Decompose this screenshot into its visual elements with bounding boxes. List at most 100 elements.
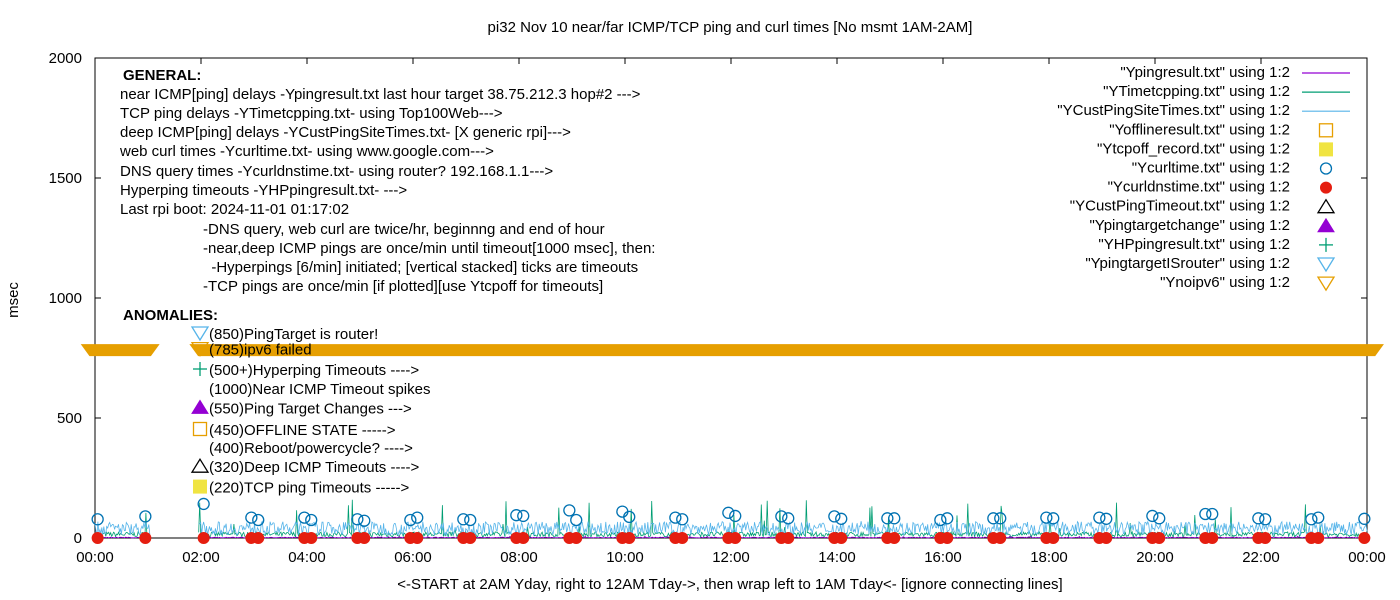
x-tick-label: 20:00 [1136, 549, 1174, 566]
general-indented-line: -DNS query, web curl are twice/hr, begin… [203, 221, 605, 238]
data-point [570, 532, 583, 544]
anomaly-marker [193, 362, 207, 376]
x-tick-label: 04:00 [288, 549, 326, 566]
legend-marker [1316, 257, 1336, 273]
legend-label: "YTimetcpping.txt" using 1:2 [1103, 83, 1290, 100]
general-line: Hyperping timeouts -YHPpingresult.txt- -… [120, 182, 407, 199]
data-point [828, 510, 841, 523]
data-point [881, 512, 894, 525]
data-point [139, 532, 152, 544]
anomaly-label: (500+)Hyperping Timeouts ----> [209, 362, 419, 379]
general-line: web curl times -Ycurltime.txt- using www… [119, 143, 494, 160]
data-point [722, 506, 735, 519]
x-axis-label: <-START at 2AM Yday, right to 12AM Tday-… [397, 576, 1062, 593]
data-point [197, 532, 210, 544]
data-point [941, 512, 954, 525]
data-point [835, 512, 848, 525]
data-point [729, 509, 742, 523]
x-tick-label: 22:00 [1242, 549, 1280, 566]
y-tick-label: 1500 [49, 170, 82, 187]
legend-marker [1316, 276, 1336, 292]
x-tick-label: 08:00 [500, 549, 538, 566]
data-point [1153, 532, 1166, 544]
chart-title: pi32 Nov 10 near/far ICMP/TCP ping and c… [488, 19, 973, 36]
data-point [669, 511, 682, 524]
data-point [464, 532, 477, 544]
legend-label: "Ypingresult.txt" using 1:2 [1120, 64, 1290, 81]
y-tick-label: 500 [57, 410, 82, 427]
anomaly-label: (785)ipv6 failed [209, 342, 312, 359]
legend-label: "Yofflineresult.txt" using 1:2 [1109, 121, 1290, 138]
data-point [252, 532, 265, 544]
data-point [404, 513, 417, 527]
anomaly-label: (1000)Near ICMP Timeout spikes [209, 381, 430, 398]
data-point [934, 513, 947, 527]
legend: "Ypingresult.txt" using 1:2 "YTimetcpping… [1057, 64, 1350, 292]
data-point [1100, 532, 1113, 544]
data-point [510, 509, 523, 522]
general-line: Last rpi boot: 2024-11-01 01:17:02 [120, 201, 349, 218]
data-point [517, 532, 530, 544]
data-point [623, 532, 636, 544]
data-point [1153, 512, 1166, 525]
legend-marker [1319, 162, 1333, 175]
legend-marker [1319, 142, 1333, 157]
x-tick-label: 00:00 [76, 549, 114, 566]
y-tick-label: 0 [74, 530, 82, 547]
data-point [245, 511, 258, 524]
x-tick-label: 02:00 [182, 549, 220, 566]
data-point [775, 510, 788, 523]
data-point [1100, 512, 1113, 525]
data-point [305, 513, 318, 527]
data-point [1047, 512, 1060, 525]
data-point [729, 532, 742, 544]
anomaly-marker [192, 421, 208, 437]
y-tick-label: 2000 [49, 50, 82, 67]
x-tick-label: 18:00 [1030, 549, 1068, 566]
data-point [994, 512, 1007, 525]
legend-label: "Ycurltime.txt" using 1:2 [1132, 160, 1290, 177]
data-point [888, 532, 901, 544]
data-point [358, 532, 371, 544]
general-indented-line: -Hyperpings [6/min] initiated; [vertical… [203, 259, 638, 276]
legend-label: "YCustPingSiteTimes.txt" using 1:2 [1057, 102, 1290, 119]
data-point [1312, 511, 1325, 524]
anomaly-marker [190, 457, 210, 473]
anomalies-header: ANOMALIES: [123, 307, 218, 324]
series-points [91, 497, 1371, 544]
x-tick-label: 10:00 [606, 549, 644, 566]
data-point [888, 512, 901, 525]
data-point [252, 513, 265, 527]
data-point [411, 532, 424, 544]
general-line: deep ICMP[ping] delays -YCustPingSiteTim… [120, 124, 571, 141]
y-tick-label: 1000 [49, 290, 82, 307]
general-annotations: GENERAL: near ICMP[ping] delays -Ypingre… [119, 67, 655, 295]
data-point [1305, 513, 1318, 526]
data-point [358, 514, 371, 527]
legend-label: "Ynoipv6" using 1:2 [1160, 274, 1290, 291]
data-point [351, 513, 364, 526]
data-point [1259, 532, 1272, 544]
data-point [987, 512, 1000, 525]
data-point [782, 532, 795, 544]
data-point [1358, 532, 1371, 544]
anomaly-marker [190, 341, 210, 357]
anomaly-marker [190, 326, 210, 342]
general-line: near ICMP[ping] delays -Ypingresult.txt … [120, 86, 641, 103]
anomalies-annotations: ANOMALIES: (850)PingTarget is router!(78… [123, 307, 430, 497]
general-header: GENERAL: [123, 67, 201, 84]
data-point [1093, 511, 1106, 524]
anomaly-label: (450)OFFLINE STATE -----> [209, 422, 396, 439]
anomaly-marker [191, 399, 209, 414]
anomaly-label: (400)Reboot/powercycle? ----> [209, 440, 413, 457]
legend-marker [1319, 237, 1333, 252]
anomaly-label: (550)Ping Target Changes ---> [209, 400, 412, 417]
anomaly-label: (850)PingTarget is router! [209, 326, 378, 343]
data-point [197, 497, 210, 511]
legend-label: "Ypingtargetchange" using 1:2 [1089, 217, 1290, 234]
legend-label: "Ycurldnstime.txt" using 1:2 [1108, 179, 1290, 196]
data-point [91, 532, 104, 544]
data-point [1146, 509, 1159, 523]
legend-marker [1320, 181, 1332, 194]
